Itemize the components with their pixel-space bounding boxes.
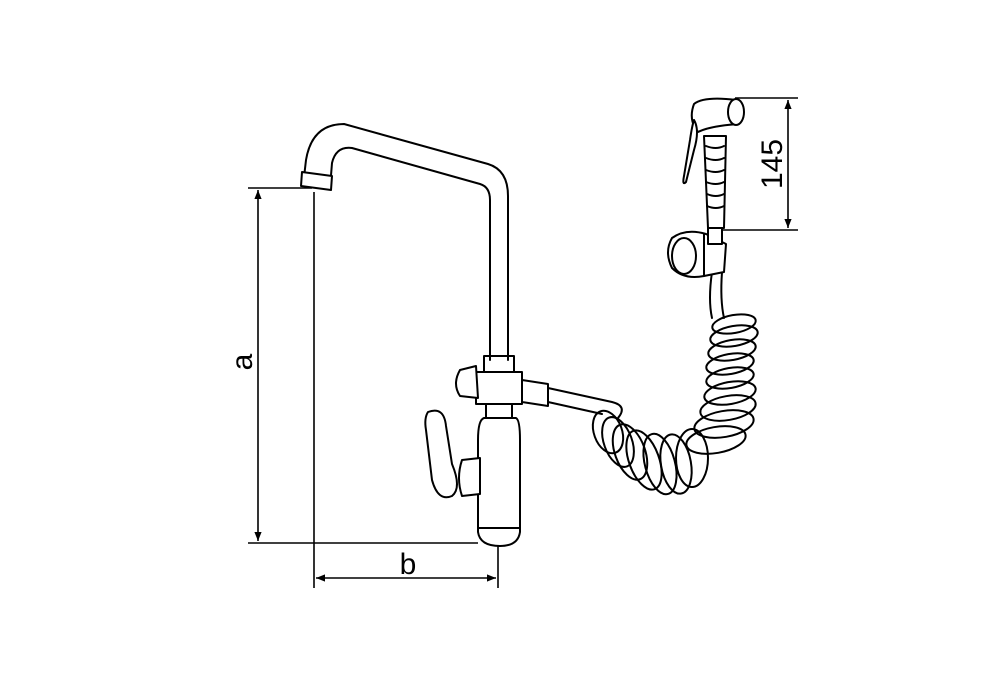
- hand-shower-head: [690, 97, 739, 133]
- spout-aerator: [300, 171, 333, 191]
- spray-nozzle: [727, 98, 745, 126]
- diverter-knob: [455, 365, 479, 399]
- mixer-body: [424, 409, 521, 547]
- dimension-label-145: 145: [756, 139, 789, 189]
- hand-shower-trigger[interactable]: [682, 119, 698, 185]
- shower-hose: [547, 271, 759, 496]
- faucet-spout: [300, 123, 515, 373]
- diverter-valve: [455, 365, 549, 421]
- dimension-label-a: a: [226, 353, 259, 370]
- dimension-label-b: b: [400, 548, 417, 581]
- dimension-145: 145: [722, 97, 798, 231]
- mixer-lever-handle[interactable]: [424, 409, 458, 499]
- hand-shower: [682, 97, 745, 245]
- hose-connector: [521, 379, 549, 407]
- dimension-b: b: [313, 192, 499, 588]
- dimension-a: a: [226, 187, 478, 544]
